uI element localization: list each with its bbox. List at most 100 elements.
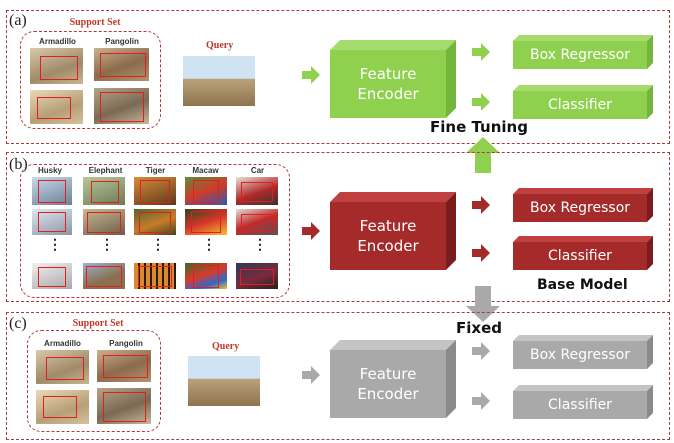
base-image-tiger-2 — [133, 208, 177, 236]
classifier-c: Classifier — [513, 385, 653, 419]
base-image-tiger-1 — [133, 176, 177, 206]
bbox — [139, 212, 171, 233]
arrow-icon — [472, 244, 490, 262]
down-arrow-icon — [466, 286, 500, 322]
classifier-label-b: Classifier — [513, 242, 647, 270]
arrow-icon — [472, 392, 490, 410]
classifier-b: Classifier — [513, 236, 653, 270]
bbox — [140, 180, 170, 203]
bbox — [86, 266, 122, 287]
base-image-husky-1 — [31, 176, 73, 206]
support-image-pangolin-1 — [93, 47, 150, 82]
bbox — [43, 396, 77, 418]
feature-encoder-label-b: Feature Encoder — [330, 202, 446, 270]
bbox — [38, 267, 66, 287]
feature-encoder-label-a: Feature Encoder — [330, 50, 446, 118]
support-image-armadillo-4 — [35, 389, 90, 425]
base-image-macaw-1 — [184, 176, 228, 206]
support-image-armadillo-3 — [35, 349, 90, 385]
base-model-label: Base Model — [537, 277, 628, 293]
base-image-macaw-3 — [184, 262, 228, 290]
bbox — [46, 357, 84, 380]
box-regressor-b: Box Regressor — [513, 188, 653, 222]
feature-encoder-c: Feature Encoder — [330, 340, 456, 418]
base-image-tiger-3 — [133, 262, 177, 290]
box-regressor-label-c: Box Regressor — [513, 341, 647, 369]
class-label-elephant: Elephant — [88, 166, 123, 175]
base-image-elephant-3 — [82, 262, 126, 290]
bbox — [40, 56, 78, 80]
base-dataset — [20, 164, 290, 298]
base-image-elephant-2 — [82, 208, 126, 236]
feature-encoder-a: Feature Encoder — [330, 40, 456, 118]
classifier-label-c: Classifier — [513, 391, 647, 419]
panel-b — [6, 152, 670, 302]
box-regressor-label-a: Box Regressor — [513, 41, 647, 69]
bbox — [191, 211, 221, 233]
bbox — [103, 355, 148, 378]
fixed-label: Fixed — [456, 319, 502, 337]
classifier-label-a: Classifier — [513, 91, 647, 119]
arrow-icon — [302, 66, 320, 84]
feature-encoder-b: Feature Encoder — [330, 192, 456, 270]
arrow-icon — [472, 342, 490, 360]
bbox — [193, 180, 219, 203]
class-label-armadillo-a: Armadillo — [39, 37, 76, 46]
panel-a — [6, 10, 670, 144]
query-title-c: Query — [212, 341, 240, 352]
query-image-a — [182, 55, 256, 107]
support-set-c — [27, 330, 161, 432]
bbox — [103, 392, 146, 422]
support-set-title-c: Support Set — [72, 318, 124, 329]
panel-c — [6, 312, 670, 440]
bbox — [138, 266, 172, 287]
support-image-armadillo-1 — [29, 47, 84, 85]
class-label-pangolin-a: Pangolin — [105, 37, 139, 46]
bbox — [38, 212, 66, 232]
bbox — [100, 53, 146, 77]
class-label-car: Car — [250, 166, 265, 175]
base-image-husky-3 — [31, 262, 73, 290]
box-regressor-c: Box Regressor — [513, 335, 653, 369]
class-label-armadillo-c: Armadillo — [44, 339, 81, 348]
fine-tuning-label: Fine Tuning — [430, 118, 528, 136]
bbox — [87, 212, 121, 233]
ellipsis-icon: ⋮ — [253, 236, 267, 252]
ellipsis-icon: ⋮ — [48, 236, 62, 252]
base-image-car-1 — [235, 176, 279, 206]
base-image-macaw-2 — [184, 208, 228, 236]
class-label-husky: Husky — [37, 166, 62, 175]
support-image-pangolin-4 — [96, 387, 152, 425]
support-image-pangolin-2 — [93, 87, 150, 125]
ellipsis-icon: ⋮ — [100, 236, 114, 252]
up-arrow-icon — [466, 137, 500, 173]
panel-c-label: (c) — [9, 315, 27, 332]
base-image-husky-2 — [31, 208, 73, 236]
feature-encoder-label-c: Feature Encoder — [330, 350, 446, 418]
query-title-a: Query — [206, 40, 234, 51]
box-regressor-a: Box Regressor — [513, 35, 653, 69]
base-image-car-3 — [235, 262, 279, 290]
support-set-a — [20, 31, 161, 129]
ellipsis-icon: ⋮ — [151, 236, 165, 252]
arrow-icon — [472, 196, 490, 214]
arrow-icon — [472, 43, 490, 61]
bbox — [100, 92, 144, 122]
class-label-pangolin-c: Pangolin — [109, 339, 143, 348]
classifier-a: Classifier — [513, 85, 653, 119]
panel-a-label: (a) — [9, 12, 27, 29]
arrow-icon — [302, 366, 320, 384]
bbox — [91, 181, 119, 203]
support-image-armadillo-2 — [29, 89, 84, 125]
bbox — [240, 269, 274, 285]
arrow-icon — [472, 93, 490, 111]
query-image-c — [187, 355, 261, 407]
bbox — [241, 182, 273, 202]
base-image-elephant-1 — [82, 176, 126, 206]
bbox — [241, 214, 274, 231]
bbox — [38, 180, 66, 203]
base-image-car-2 — [235, 208, 279, 236]
bbox — [193, 265, 219, 288]
bbox — [37, 97, 71, 119]
arrow-icon — [302, 222, 320, 240]
